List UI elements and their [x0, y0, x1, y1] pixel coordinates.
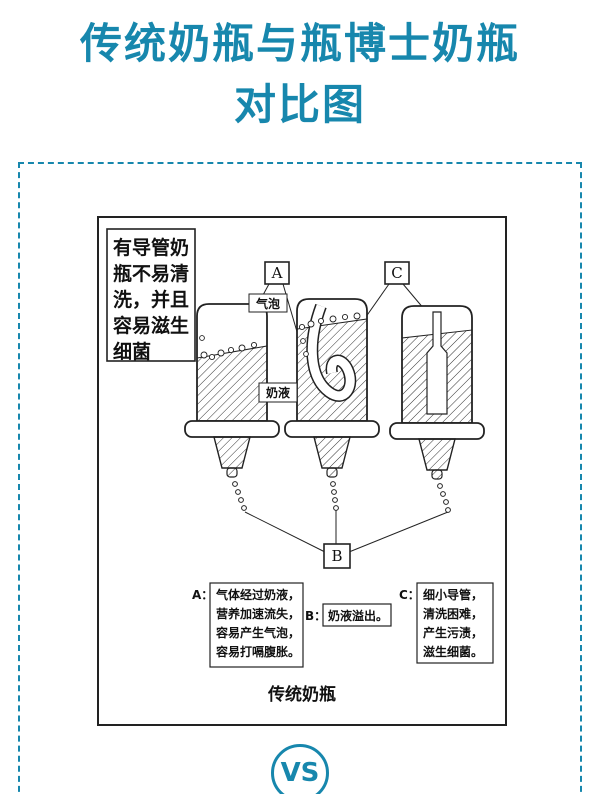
bottle-middle-bubbles [298, 312, 361, 357]
bottle-right-tip [431, 469, 443, 480]
annotation-c-line: 产生污渍， [423, 625, 483, 640]
page-title: 传统奶瓶与瓶博士奶瓶 对比图 [0, 14, 600, 136]
annotation-a-line: 容易打嗝腹胀。 [215, 644, 300, 659]
label-c: C [384, 261, 410, 285]
annotation-a: A： 气体经过奶液， 营养加速流失， 容易产生气泡， 容易打嗝腹胀。 [192, 582, 304, 668]
vs-badge-text: VS [280, 758, 320, 788]
bottle-left-nipple [213, 436, 251, 469]
label-c-text: C [391, 264, 402, 282]
annotation-c-line: 滋生细菌。 [423, 644, 483, 659]
leader-right-drops-to-b [348, 511, 449, 553]
annotation-c-line: 清洗困难， [423, 606, 483, 621]
bottle-left-milk [196, 345, 268, 422]
diagram-caption: 传统奶瓶 [267, 684, 336, 705]
bottle-middle-nipple [313, 436, 351, 469]
page-title-line2: 对比图 [233, 79, 366, 129]
annotation-b-prefix: B： [305, 609, 326, 623]
bottle-left [184, 303, 280, 511]
label-bubble-text: 气泡 [255, 296, 280, 311]
label-bubble: 气泡 [248, 293, 288, 313]
bottle-left-tip [226, 467, 238, 478]
vs-badge: VS [271, 744, 329, 794]
label-b: B [323, 543, 351, 569]
page-title-line1: 传统奶瓶与瓶博士奶瓶 [79, 19, 520, 68]
bottle-middle [284, 298, 380, 511]
bottle-right-nipple [418, 438, 456, 471]
label-b-text: B [331, 547, 342, 565]
bottle-left-drops [232, 481, 247, 511]
annotation-b: B： 奶液溢出。 [305, 603, 392, 627]
bottle-left-collar [184, 420, 280, 438]
warning-line: 瓶不易清 [113, 262, 189, 285]
bottle-right [389, 305, 485, 513]
label-milk: 奶液 [258, 382, 298, 403]
annotation-a-line: 气体经过奶液， [215, 587, 300, 602]
label-milk-text: 奶液 [266, 385, 290, 400]
warning-line: 细菌 [113, 340, 151, 363]
label-a-text: A [271, 264, 283, 282]
annotation-c: C： 细小导管， 清洗困难， 产生污渍， 滋生细菌。 [399, 582, 494, 664]
warning-note: 有导管奶 瓶不易清 洗，并且 容易滋生 细菌 [106, 228, 196, 363]
warning-line: 洗，并且 [113, 288, 189, 311]
annotation-a-line: 营养加速流失， [216, 606, 300, 621]
annotation-c-prefix: C： [399, 588, 420, 602]
label-a: A [264, 261, 290, 285]
bottle-right-thin-tube [426, 311, 448, 415]
bottle-middle-tip [326, 467, 338, 478]
bottle-left-bubbles [199, 335, 258, 361]
warning-line: 容易滋生 [113, 314, 189, 337]
warning-line: 有导管奶 [113, 236, 189, 259]
leader-left-drops-to-b [244, 511, 326, 553]
bottle-right-collar [389, 422, 485, 440]
annotation-c-line: 细小导管， [423, 587, 483, 602]
bottle-middle-drops [330, 481, 339, 511]
traditional-bottle-diagram: 有导管奶 瓶不易清 洗，并且 容易滋生 细菌 A C 气泡 奶液 B [97, 216, 507, 726]
bottle-right-drops [437, 483, 451, 513]
annotation-b-text: 奶液溢出。 [328, 608, 388, 623]
warning-note-box [106, 228, 196, 362]
bottle-middle-collar [284, 420, 380, 438]
annotation-a-prefix: A： [192, 588, 213, 602]
comparison-panel: 有导管奶 瓶不易清 洗，并且 容易滋生 细菌 A C 气泡 奶液 B [18, 162, 582, 794]
annotation-a-line: 容易产生气泡， [215, 625, 300, 640]
bottle-middle-vent-tube [307, 304, 355, 401]
